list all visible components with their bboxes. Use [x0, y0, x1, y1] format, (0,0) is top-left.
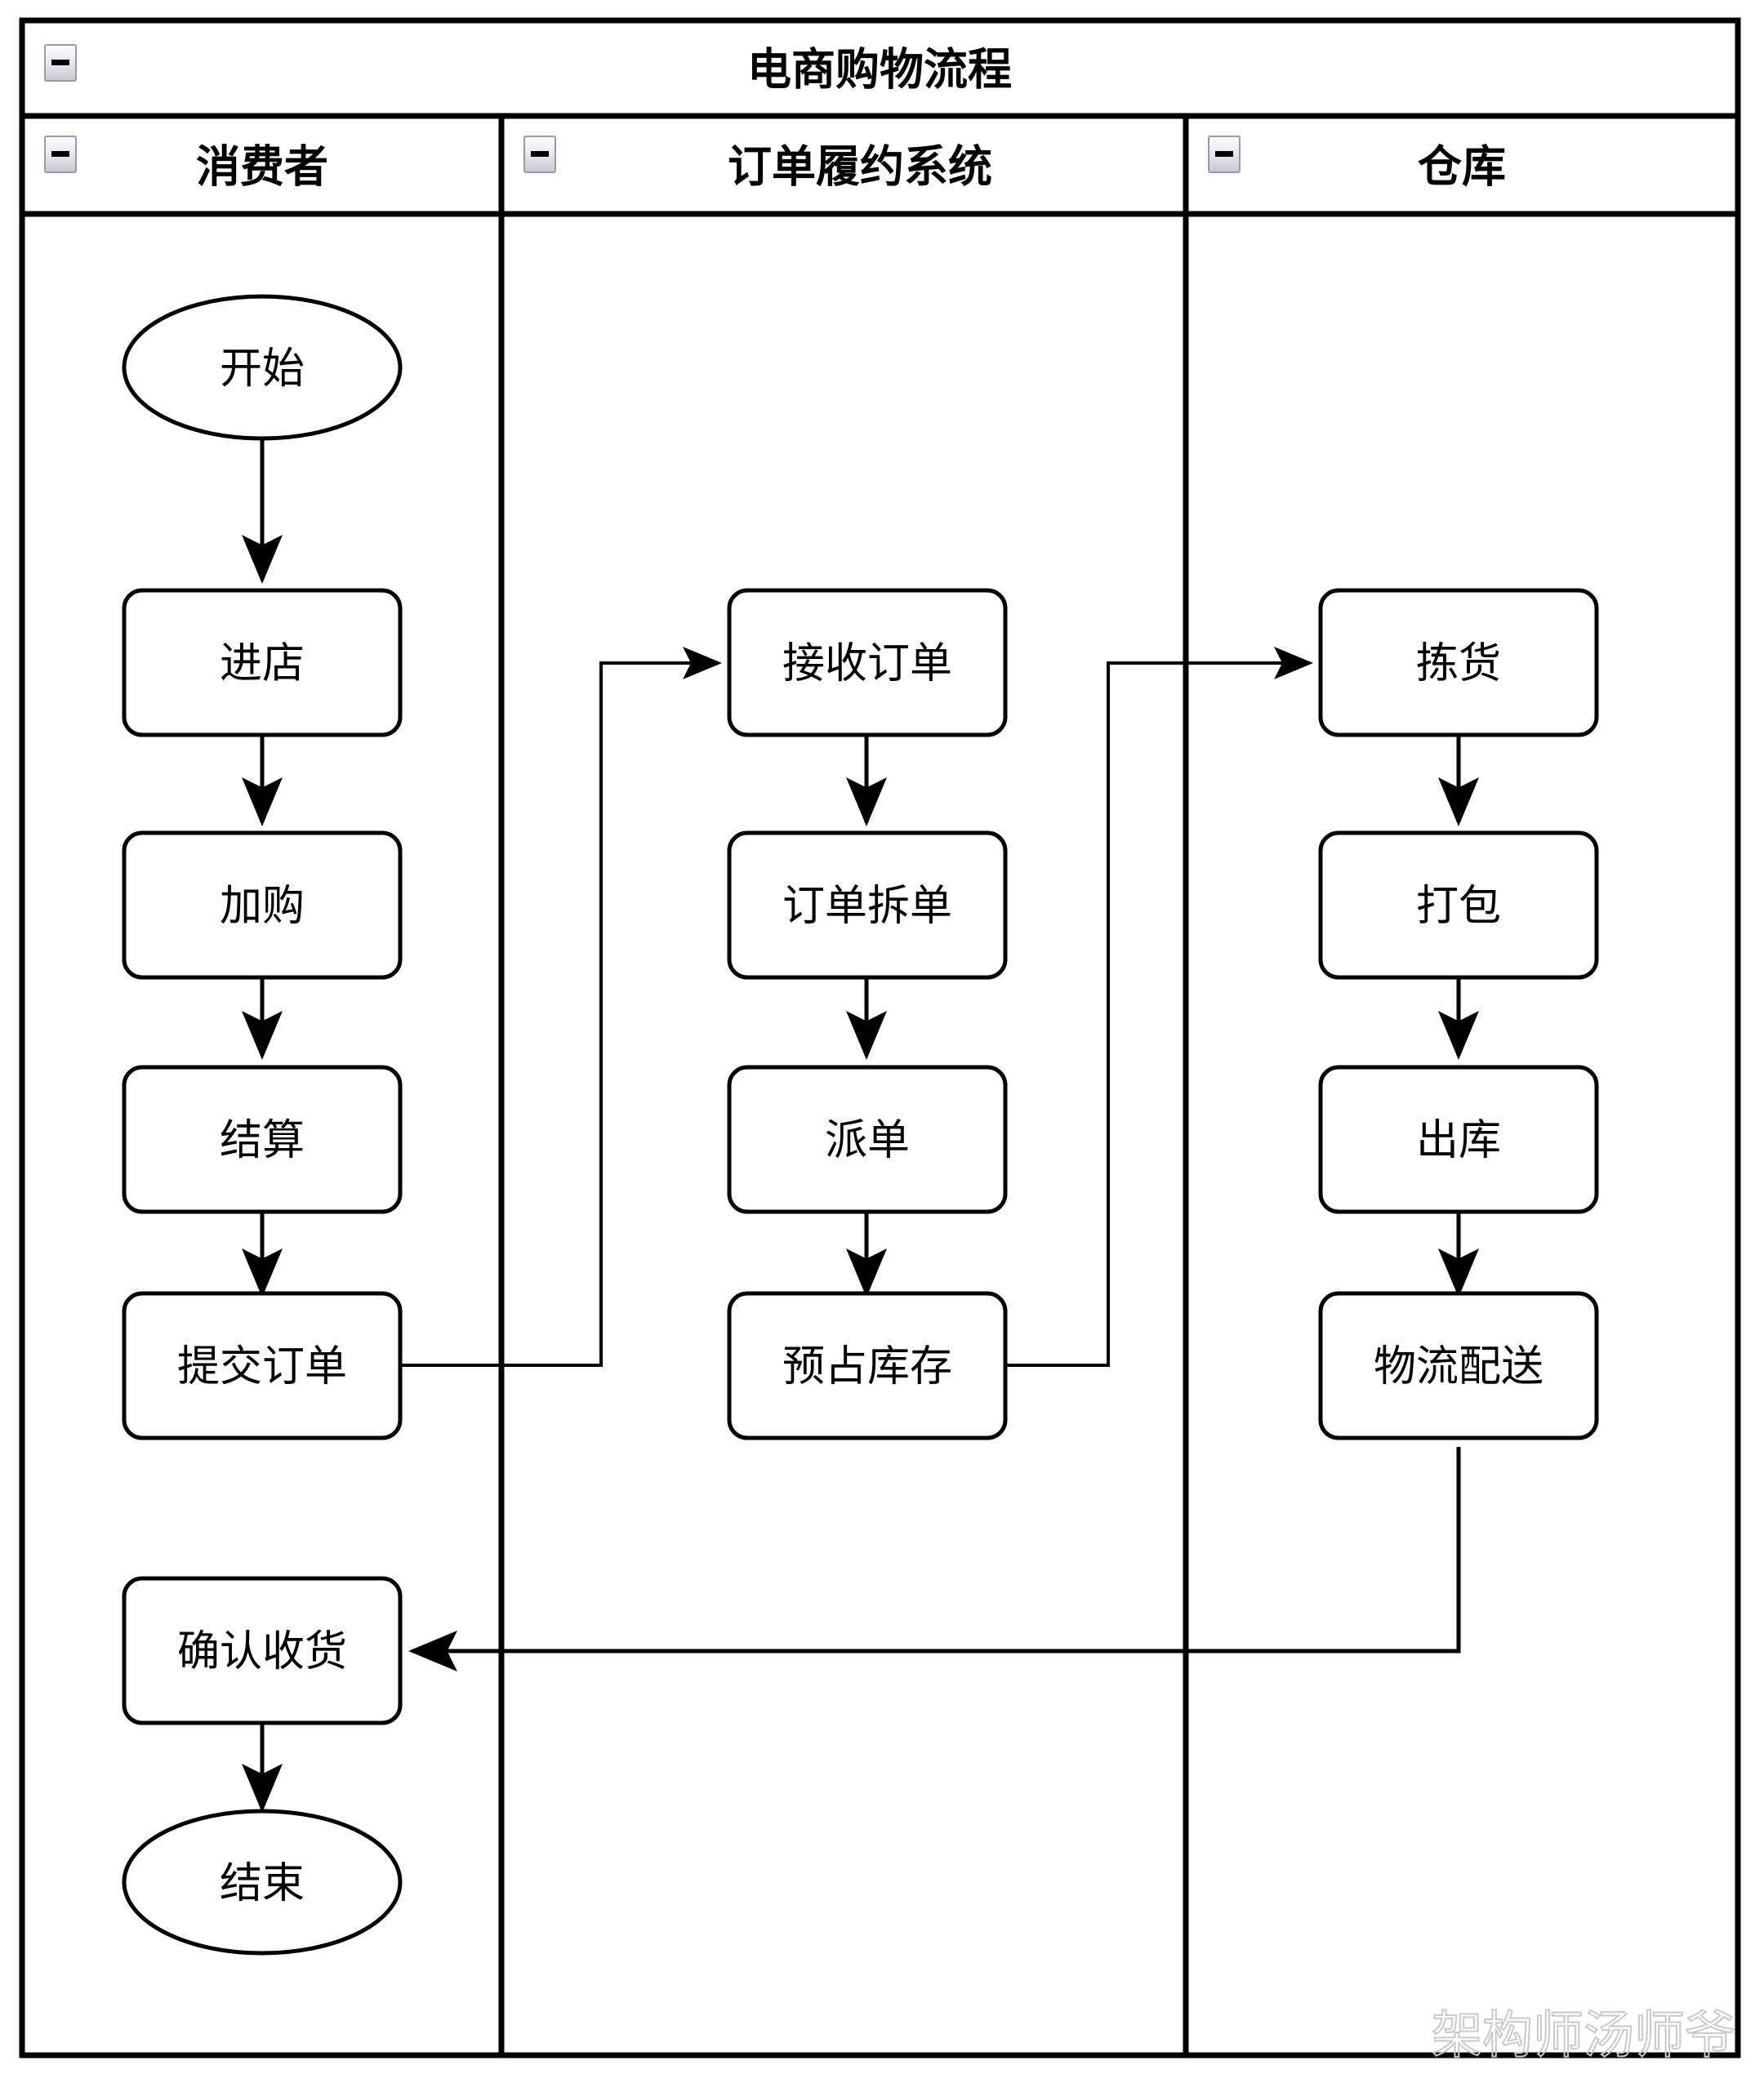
pool-collapse-minus-square-icon[interactable]	[44, 44, 77, 82]
node-dispatch[interactable]: 派单	[727, 1065, 1008, 1214]
edge-submit-order-to-receive-order	[400, 647, 722, 1367]
node-outbound[interactable]: 出库	[1318, 1065, 1599, 1214]
node-label-pick: 拣货	[1416, 639, 1501, 688]
lane-header-consumer: 消费者	[44, 136, 328, 193]
node-reserve-stock[interactable]: 预占库存	[727, 1291, 1008, 1440]
lane-title-warehouse: 仓库	[1418, 141, 1506, 193]
node-label-confirm-receipt: 确认收货	[177, 1627, 347, 1676]
node-label-dispatch: 派单	[825, 1116, 910, 1165]
node-pick[interactable]: 拣货	[1318, 588, 1599, 737]
node-label-add-to-cart: 加购	[220, 882, 305, 931]
node-label-checkout: 结算	[220, 1116, 305, 1165]
node-label-pack: 打包	[1416, 882, 1501, 931]
node-add-to-cart[interactable]: 加购	[122, 830, 403, 980]
edge-reserve-stock-to-pick	[1004, 647, 1313, 1367]
lane-header-order-system: 订单履约系统	[523, 136, 992, 193]
lane-title-order-system: 订单履约系统	[728, 141, 992, 193]
node-confirm-receipt[interactable]: 确认收货	[122, 1576, 403, 1725]
pool-header: 电商购物流程	[44, 44, 1012, 96]
node-label-submit-order: 提交订单	[177, 1342, 347, 1391]
node-label-receive-order: 接收订单	[782, 639, 952, 688]
lane-collapse-minus-square-icon-warehouse[interactable]	[1208, 136, 1241, 173]
edge-delivery-to-confirm-receipt	[408, 1447, 1461, 1671]
node-label-split-order: 订单拆单	[782, 882, 952, 931]
edges	[242, 438, 1479, 1813]
node-submit-order[interactable]: 提交订单	[122, 1291, 403, 1440]
node-end[interactable]: 结束	[122, 1809, 403, 1956]
node-label-outbound: 出库	[1416, 1116, 1501, 1165]
node-label-reserve-stock: 预占库存	[782, 1342, 952, 1391]
node-label-enter-store: 进店	[220, 639, 305, 688]
node-split-order[interactable]: 订单拆单	[727, 830, 1008, 980]
node-pack[interactable]: 打包	[1318, 830, 1599, 980]
node-enter-store[interactable]: 进店	[122, 588, 403, 737]
pool-frame	[19, 17, 1741, 2059]
lane-dividers	[498, 116, 1189, 2055]
lane-collapse-minus-square-icon-consumer[interactable]	[44, 136, 77, 173]
lane-collapse-minus-square-icon-order-system[interactable]	[523, 136, 556, 173]
node-delivery[interactable]: 物流配送	[1318, 1291, 1599, 1440]
watermark-text: 架构师汤师爷	[1432, 2005, 1735, 2065]
node-label-end: 结束	[220, 1859, 305, 1908]
node-start[interactable]: 开始	[122, 294, 403, 441]
pool-title: 电商购物流程	[747, 44, 1012, 96]
lane-title-consumer: 消费者	[196, 141, 328, 193]
node-receive-order[interactable]: 接收订单	[727, 588, 1008, 737]
node-label-delivery: 物流配送	[1374, 1342, 1544, 1391]
node-label-start: 开始	[220, 345, 305, 394]
node-checkout[interactable]: 结算	[122, 1065, 403, 1214]
lane-header-warehouse: 仓库	[1208, 136, 1506, 193]
